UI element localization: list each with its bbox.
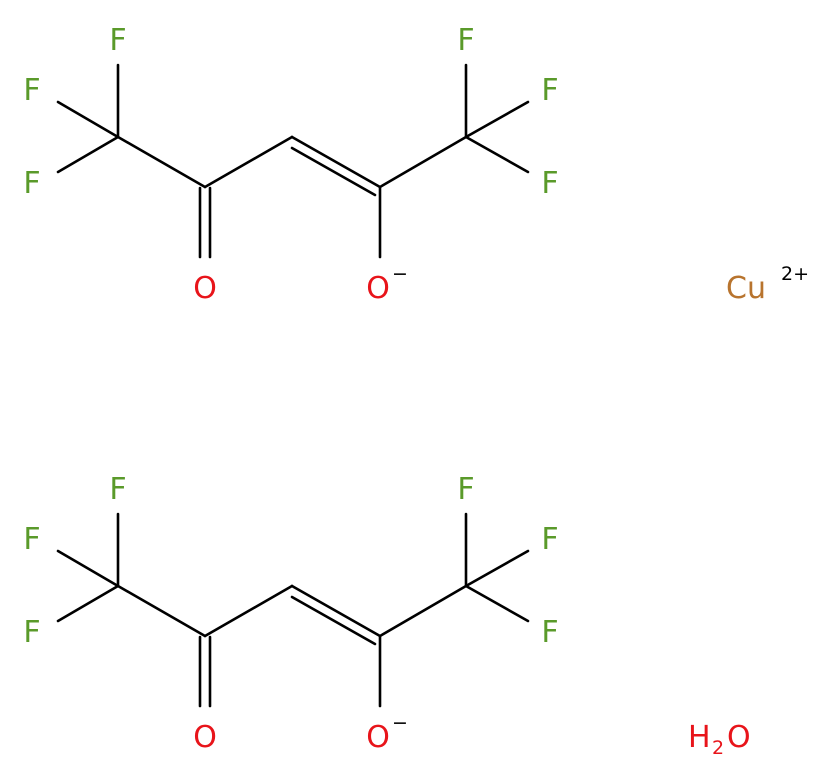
ligand-bottom-bonds [56,512,530,708]
fluorine-label: F [541,166,558,201]
fluorine-label: F [23,522,40,557]
oxygen-label: O [366,271,390,306]
ligand-bottom: F F F F F F O O − [23,472,558,755]
fluorine-label: F [23,73,40,108]
fluorine-label: F [109,472,126,507]
fluorine-label: F [23,166,40,201]
copper-charge-label: 2+ [781,263,809,285]
ligand-top-bonds [56,63,530,259]
copper-ion: Cu 2+ [726,263,809,306]
copper-label: Cu [726,271,766,306]
negative-charge-label: − [392,712,408,734]
oxygen-label: O [193,271,217,306]
fluorine-label: F [457,472,474,507]
fluorine-label: F [109,23,126,58]
ligand-top: F F F F F F O O − [23,23,558,306]
water-molecule: H 2 O [688,720,751,759]
negative-charge-label: − [392,263,408,285]
ligand-bottom-atoms: F F F F F F O O − [23,472,558,755]
fluorine-label: F [541,615,558,650]
water-hydrogen-label: H [688,720,711,755]
fluorine-label: F [541,73,558,108]
fluorine-label: F [541,522,558,557]
oxygen-label: O [366,720,390,755]
ligand-top-atoms: F F F F F F O O − [23,23,558,306]
water-oxygen-label: O [727,720,751,755]
water-subscript-label: 2 [712,737,724,759]
fluorine-label: F [457,23,474,58]
fluorine-label: F [23,615,40,650]
oxygen-label: O [193,720,217,755]
